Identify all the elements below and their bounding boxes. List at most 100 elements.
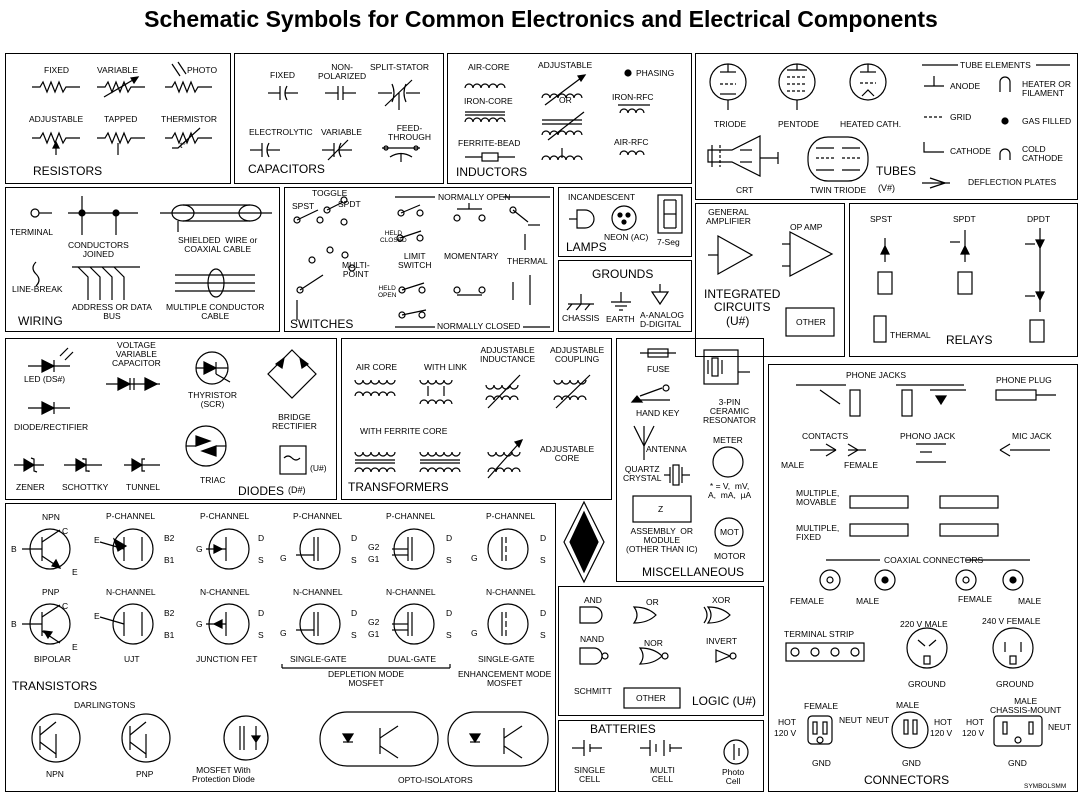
- label-gnd-chassis: CHASSIS: [562, 313, 600, 323]
- panel-misc: [616, 338, 764, 582]
- label-b-multi: MULTI CELL: [650, 765, 675, 784]
- label-tr-ferrite: WITH FERRITE CORE: [360, 426, 448, 436]
- transistor-mosfet-diode-symbol: [223, 715, 269, 761]
- label-tube-twin: TWIN TRIODE: [810, 185, 867, 195]
- diode-bridge-module-symbol: [279, 445, 307, 475]
- panel-batteries: [558, 720, 764, 792]
- label-ic-general: GENERAL AMPLIFIER: [706, 207, 751, 226]
- label-t-jfet: JUNCTION FET: [196, 654, 258, 664]
- section-wiring: WIRING: [18, 314, 63, 328]
- label-c-120-1: 120 V: [774, 728, 797, 738]
- transistor-npn-symbol: [22, 528, 71, 570]
- lamp-incandescent-symbol: [569, 209, 595, 229]
- label-rly-dpdt: DPDT: [1027, 214, 1051, 224]
- label-m-mot: MOT: [720, 527, 739, 537]
- diodes-ref: (D#): [288, 485, 306, 495]
- inductor-ironcore-symbol: [464, 111, 506, 123]
- resistor-tapped-symbol: [97, 131, 145, 155]
- label-t-pch-jfet: P-CHANNEL: [200, 511, 250, 521]
- misc-meter-symbol: [712, 446, 744, 478]
- ic-opamp-symbol: [782, 231, 834, 277]
- resistor-photo-symbol: [165, 61, 212, 94]
- switch-multipoint-symbol: [296, 246, 356, 320]
- label-ind-ferrite: FERRITE-BEAD: [458, 138, 521, 148]
- transistor-pnp-symbol: [22, 603, 71, 645]
- inductor-iron-rfc-symbol: [618, 104, 650, 114]
- battery-symbols: [572, 739, 749, 765]
- label-t-b-pnp: B: [11, 619, 17, 629]
- resistor-variable-symbol: [97, 76, 145, 98]
- label-tr-adj-ind: ADJUSTABLE INDUCTANCE: [480, 345, 536, 364]
- label-tube-grid: GRID: [950, 112, 972, 122]
- label-c-gnd1: GND: [812, 758, 831, 768]
- label-c-220: 220 V MALE: [900, 619, 948, 629]
- label-c-mult-fix: MULTIPLE, FIXED: [796, 523, 840, 542]
- label-t-d-jfet1: D: [258, 533, 265, 543]
- misc-crystal-symbol: [664, 464, 690, 486]
- label-c-hot3: HOT: [966, 717, 984, 727]
- label-d-thyristor: THYRISTOR (SCR): [188, 390, 237, 409]
- label-t-b2-ujt2: B2: [164, 608, 175, 618]
- label-c-phono: PHONO JACK: [900, 431, 956, 441]
- panel-capacitors: [234, 53, 444, 184]
- label-c-terminal: TERMINAL STRIP: [784, 629, 855, 639]
- label-tr-adj-core: ADJUSTABLE CORE: [540, 444, 595, 463]
- tubes-ref: (V#): [878, 183, 896, 193]
- label-wir-address: ADDRESS OR DATA BUS: [72, 302, 152, 321]
- label-t-e-ujt1: E: [94, 535, 100, 545]
- label-t-single1: SINGLE-GATE: [290, 654, 347, 664]
- label-cap-electrolytic: ELECTROLYTIC: [249, 127, 313, 137]
- label-c-coax: COAXIAL CONNECTORS: [884, 555, 984, 565]
- label-l-and: AND: [584, 595, 602, 605]
- label-t-e-ujt2: E: [94, 611, 100, 621]
- label-c-neut2: NEUT: [866, 715, 890, 725]
- label-m-z: Z: [658, 504, 664, 514]
- tube-crt-symbol: [707, 135, 779, 177]
- capacitor-electrolytic-symbol: [250, 142, 280, 158]
- connector-symbols: [785, 384, 1056, 749]
- misc-motor-symbol: [714, 517, 744, 547]
- label-c-symbolsmm: SYMBOLSMM: [1024, 783, 1067, 790]
- label-sw-normally-open: NORMALLY OPEN: [438, 192, 511, 202]
- label-cap-nonpol: NON- POLARIZED: [318, 62, 367, 81]
- label-c-male-coax1: MALE: [856, 596, 880, 606]
- label-t-npn-darl: NPN: [46, 769, 64, 779]
- label-t-s-m1: S: [351, 555, 357, 565]
- switch-normally-open-symbols: [395, 196, 550, 250]
- label-c-ground2: GROUND: [996, 679, 1034, 689]
- label-rly-thermal: THERMAL: [890, 330, 931, 340]
- label-t-nch-ujt: N-CHANNEL: [106, 587, 156, 597]
- label-t-d-m6: D: [540, 608, 547, 618]
- label-t-enhancement: ENHANCEMENT MODE MOSFET: [458, 669, 552, 688]
- label-t-s-jfet2: S: [258, 630, 264, 640]
- switch-normally-closed-symbols: [395, 275, 550, 328]
- section-batteries: BATTERIES: [590, 722, 656, 736]
- label-res-t: t°: [180, 140, 186, 150]
- panel-tubes: [695, 53, 1078, 200]
- label-t-s-m6: S: [540, 630, 546, 640]
- label-c-female-power: FEMALE: [804, 701, 839, 711]
- label-c-male-coax2: MALE: [1018, 596, 1042, 606]
- opto-isolator-symbols: [319, 711, 549, 767]
- label-t-g-jfet1: G: [196, 544, 203, 554]
- label-c-120-3: 120 V: [962, 728, 985, 738]
- label-tr-adj-coup: ADJUSTABLE COUPLING: [550, 345, 605, 364]
- section-transistors: TRANSISTORS: [12, 679, 98, 693]
- label-t-g-m4: G: [280, 628, 287, 638]
- label-sw-spdt: SPDT: [338, 199, 361, 209]
- wiring-terminal-symbol: [30, 208, 52, 218]
- diode-varactor-symbol: [106, 377, 160, 391]
- label-tube-elements: TUBE ELEMENTS: [960, 60, 1031, 70]
- label-ind-phasing: PHASING: [636, 68, 675, 78]
- panel-logic: [558, 586, 764, 716]
- label-m-handkey: HAND KEY: [636, 408, 680, 418]
- label-l-or: OR: [646, 597, 659, 607]
- transistor-darlington-symbols: [31, 713, 171, 763]
- section-switches: SWITCHES: [290, 317, 354, 331]
- label-tr-link: WITH LINK: [424, 362, 467, 372]
- label-c-hot2: HOT: [934, 717, 952, 727]
- capacitor-split-stator-symbol: [378, 79, 420, 110]
- section-relays: RELAYS: [946, 333, 993, 347]
- label-m-crystal: QUARTZ CRYSTAL: [623, 464, 662, 483]
